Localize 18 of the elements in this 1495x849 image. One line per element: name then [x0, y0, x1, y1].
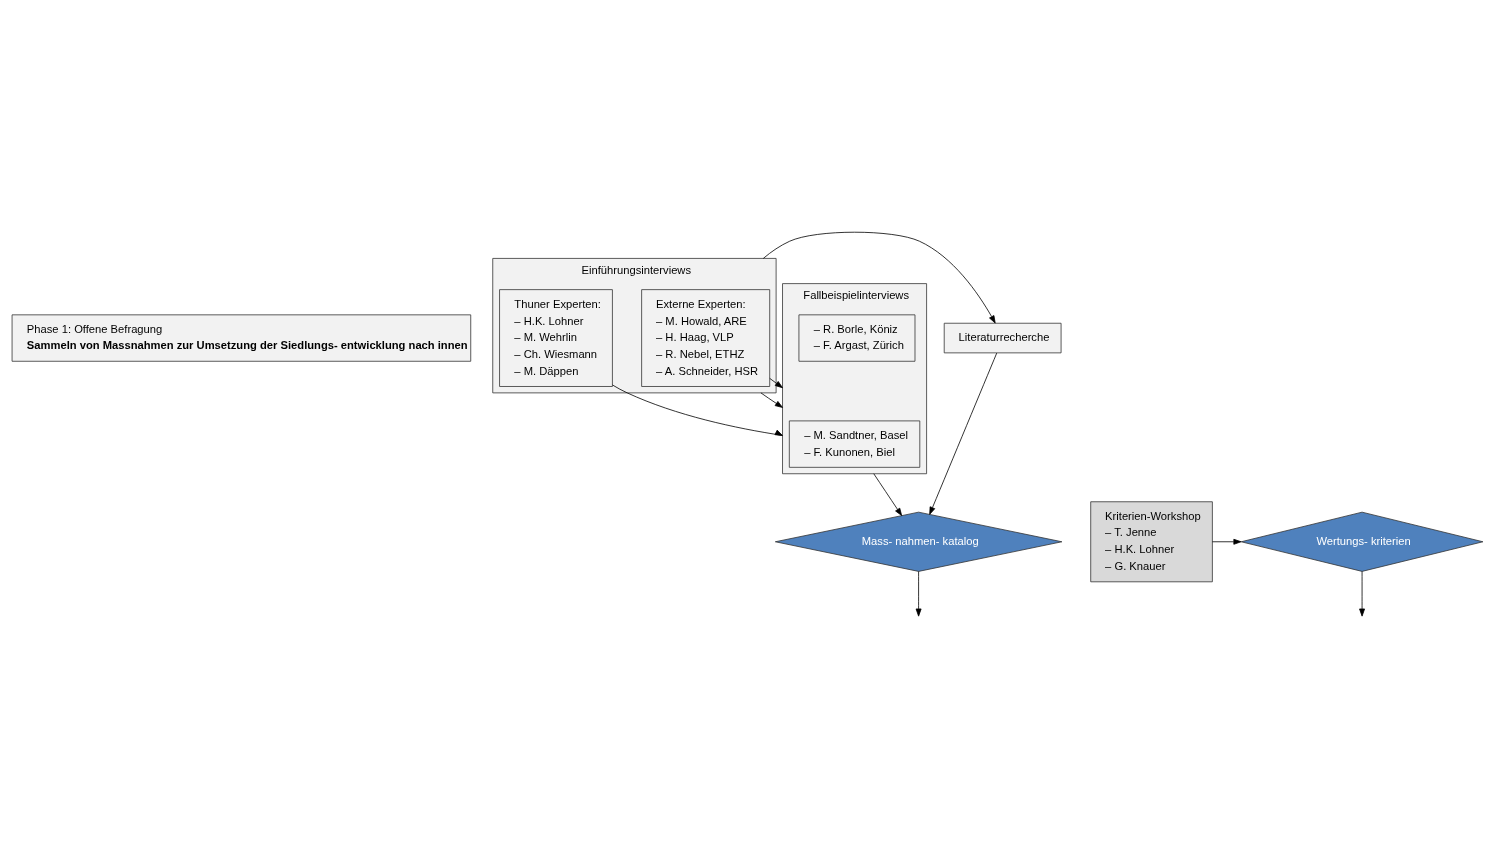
- arrow: [760, 392, 783, 408]
- node-box: Phase 1: Offene Befragung Sammeln von Massnahmen zur Umsetzung der Siedlungs- entwicklung nach innen: [11, 314, 472, 362]
- arrow: [1359, 571, 1365, 617]
- node-box: Kriterien-Workshop – T. Jenne – H.K. Lohner – G. Knauer: [1090, 501, 1213, 583]
- node-box: Literaturrecherche: [943, 322, 1062, 354]
- arrow: [612, 384, 783, 436]
- node-box: Thuner Experten: – H.K. Lohner – M. Wehrlin – Ch. Wiesmann – M. Däppen: [499, 289, 613, 387]
- arrow: [929, 352, 998, 515]
- arrow: [762, 231, 996, 324]
- arrow: [1212, 538, 1242, 545]
- node-diamond: Wertungs- kriterien: [1240, 511, 1484, 572]
- arrow: [769, 378, 783, 389]
- node-diamond: Mass- nahmen- katalog: [774, 511, 1063, 572]
- node-box: Externe Experten: – M. Howald, ARE – H. Haag, VLP – R. Nebel, ETHZ – A. Schneider, HSR: [641, 289, 771, 387]
- node-box: – M. Sandtner, Basel – F. Kunonen, Biel: [788, 420, 921, 468]
- arrow: [915, 571, 922, 617]
- node-box: – R. Borle, Köniz – F. Argast, Zürich: [798, 314, 916, 362]
- arrow: [873, 473, 903, 516]
